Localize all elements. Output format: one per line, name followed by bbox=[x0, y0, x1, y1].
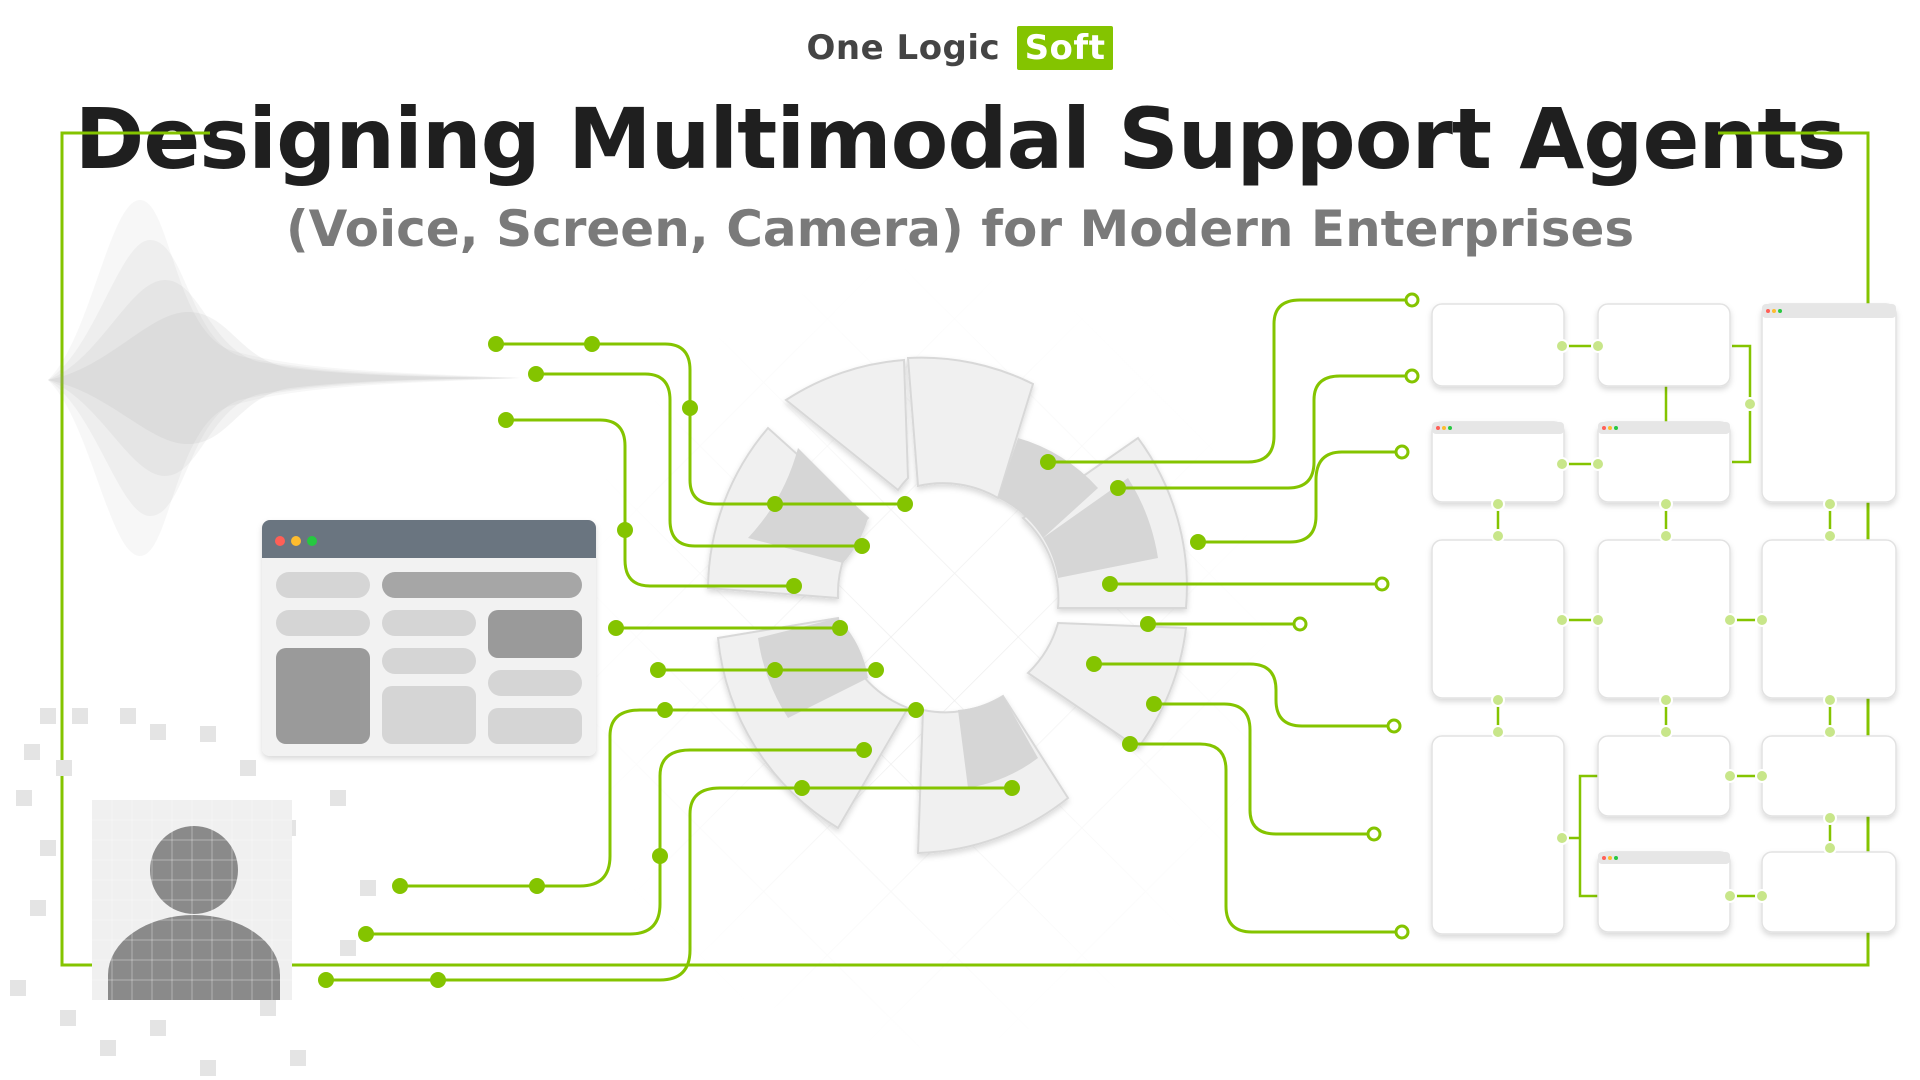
page-subtitle: (Voice, Screen, Camera) for Modern Enter… bbox=[285, 200, 1635, 258]
workflow-card bbox=[1431, 539, 1565, 699]
workflow-card bbox=[1597, 539, 1731, 699]
camera-user-icon bbox=[10, 708, 376, 1076]
workflow-grid bbox=[1431, 303, 1897, 935]
screen-window-icon bbox=[262, 520, 596, 756]
brand-name: One Logic bbox=[806, 28, 1001, 68]
workflow-card bbox=[1431, 735, 1565, 935]
right-connector-endpoints bbox=[1292, 292, 1420, 940]
data-hub-icon bbox=[706, 356, 1188, 855]
right-connector-nodes bbox=[1040, 454, 1206, 752]
workflow-card bbox=[1431, 303, 1565, 387]
workflow-card bbox=[1597, 303, 1731, 387]
right-connectors bbox=[1048, 298, 1412, 934]
outer-frame bbox=[60, 131, 1870, 967]
left-connector-nodes bbox=[318, 336, 1020, 988]
brand-highlight: Soft bbox=[1016, 26, 1114, 70]
workflow-card bbox=[1761, 735, 1897, 817]
page-title: Designing Multimodal Support Agents bbox=[0, 90, 1920, 188]
workflow-window-icon bbox=[1761, 303, 1897, 503]
workflow-card bbox=[1761, 539, 1897, 699]
workflow-card bbox=[1597, 735, 1731, 817]
voice-waveform-icon bbox=[48, 200, 520, 556]
left-connectors bbox=[326, 342, 1012, 982]
workflow-card bbox=[1761, 851, 1897, 933]
brand-logo: One Logic Soft bbox=[0, 26, 1920, 70]
page-title-text: Designing Multimodal Support Agents bbox=[50, 90, 1870, 188]
